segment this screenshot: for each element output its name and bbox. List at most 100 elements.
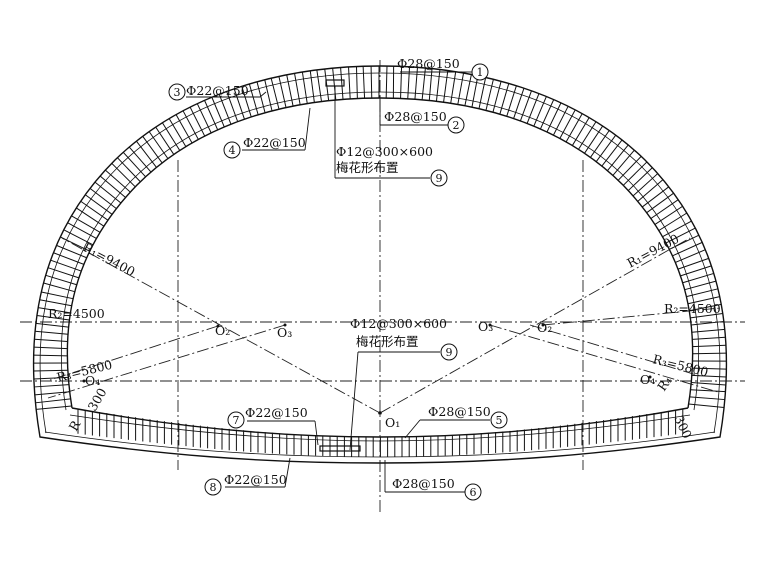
stirrup [689,404,724,408]
label-rebar-9-mid-layout: 梅花形布置 [356,334,419,349]
marker-2: 2 [448,117,464,133]
label-rebar-5: Ф28@150 [428,404,491,419]
stirrup [123,152,145,176]
stirrup [472,76,478,107]
center-o4-right: O₄ [640,372,655,387]
center-o2-right: O₂ [537,320,552,335]
marker-4: 4 [224,142,240,158]
label-rebar-3: Ф22@150 [186,83,249,98]
center-o1: O₁ [385,415,400,430]
stirrup [655,206,683,224]
stirrup [638,180,663,202]
stirrup [95,182,121,203]
leader-lines [186,72,490,492]
stirrup [356,67,357,99]
stirrup [659,213,687,230]
stirrup [136,141,156,167]
stirrup [325,69,329,101]
marker-5: 5 [491,412,507,428]
stirrup [34,347,67,349]
label-rebar-9-mid-spec: Ф12@300×600 [350,316,447,331]
stirrup [618,156,641,180]
label-rebar-2: Ф28@150 [384,109,447,124]
stirrup [90,188,116,208]
radius-r1-right: R₁=9400 [624,231,681,271]
stirrup [310,71,314,103]
stirrup [429,69,432,101]
stirrup [693,345,726,346]
label-rebar-4: Ф22@150 [243,135,306,150]
stirrup [566,114,582,142]
stirrup [642,187,668,207]
thickness-left: 300 [85,385,110,413]
stirrup [607,145,628,171]
label-rebar-9-top-spec: Ф12@300×600 [336,144,433,159]
center-o3-right: O₃ [478,319,493,334]
stirrup [401,66,402,98]
svg-text:1: 1 [477,66,484,79]
radius-r2-left: R₂=4500 [48,306,105,321]
stirrup [602,140,622,166]
stirrup [386,66,387,98]
stirrup [34,355,68,356]
stirrup [458,73,464,104]
stirrup [76,208,104,226]
stirrup [85,195,112,215]
stirrup [465,74,471,105]
stirrup [572,118,589,146]
stirrup [692,329,725,332]
svg-text:9: 9 [446,346,453,359]
stirrup [100,176,125,197]
thickness-right: 300 [671,413,695,441]
stirrup [36,406,72,409]
marker-3: 3 [169,84,185,100]
svg-text:8: 8 [210,481,217,494]
label-rebar-7: Ф22@150 [245,405,308,420]
svg-text:6: 6 [470,486,477,499]
stirrup [149,132,168,159]
centerlines [20,60,745,515]
stirrup [422,68,425,100]
marker-1: 1 [472,64,488,80]
stirrup [317,70,322,102]
svg-text:4: 4 [229,144,236,157]
stirrup [287,75,293,106]
marker-9-mid: 9 [441,344,457,360]
radius-r1-left: R₁=9400 [81,239,138,279]
stirrup [436,70,439,102]
center-o4-left: O₄ [85,373,100,388]
stirrup [371,66,372,98]
stirrup [112,163,136,187]
splice-bottom [320,446,360,451]
stirrup [105,170,130,192]
stirrup [651,200,678,219]
stirrup [302,72,307,104]
stirrup [279,76,286,107]
svg-text:9: 9 [436,172,443,185]
stirrup [451,72,456,104]
stirrup [34,385,69,387]
stirrup [691,383,726,385]
svg-text:5: 5 [496,414,503,427]
radius-line-left-o3 [48,325,285,398]
center-o3-left: O₃ [277,325,292,340]
stirrup [633,174,658,196]
stirrup [176,115,192,143]
label-rebar-9-top-layout: 梅花形布置 [336,160,399,175]
stirrup [363,66,364,98]
label-rebar-6: Ф28@150 [392,476,455,491]
stirrup [129,147,151,172]
stirrup [71,216,100,232]
stirrup [613,150,634,175]
radius-left-corner: R [66,417,84,433]
svg-text:3: 3 [174,86,181,99]
stirrup [36,323,69,327]
marker-8: 8 [205,479,221,495]
stirrup [81,201,108,220]
stirrup [117,158,140,182]
stirrup [590,131,609,158]
svg-text:7: 7 [233,414,240,427]
stirrup [295,73,301,104]
